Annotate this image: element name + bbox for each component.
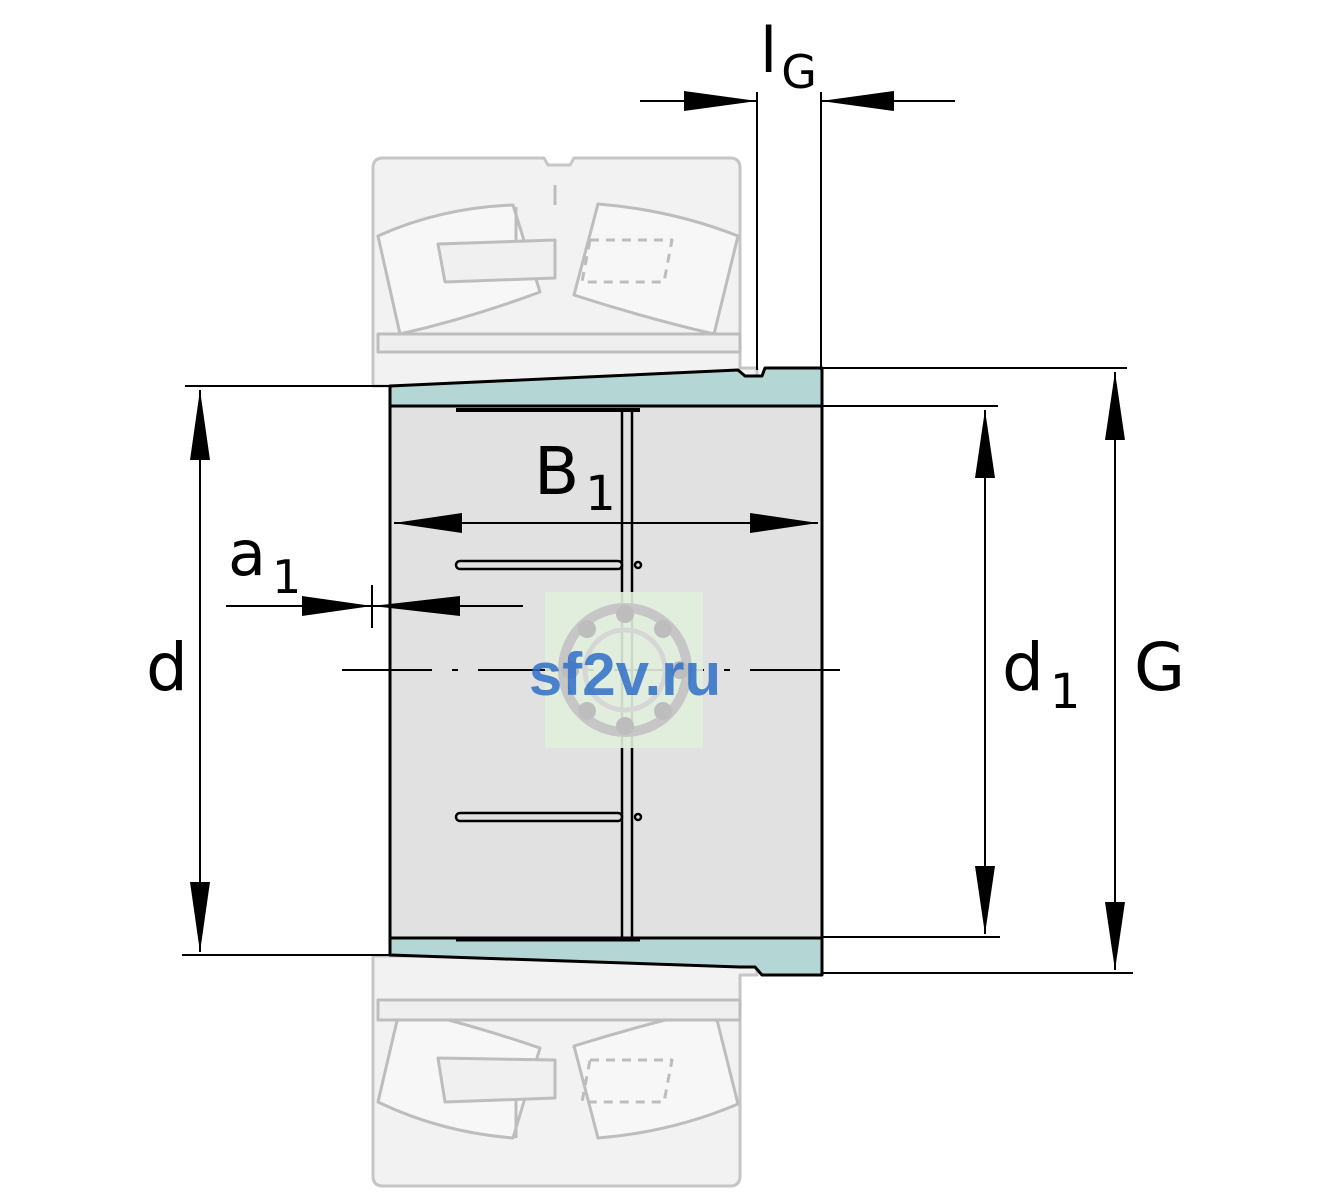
label-B1-sub: 1 [585, 466, 616, 522]
watermark-balls [561, 605, 689, 735]
dimension-arrowheads [190, 91, 1125, 970]
bearing-rollers-top [376, 185, 742, 354]
label-d1-sub: 1 [1050, 664, 1081, 720]
label-a1-sub: 1 [272, 550, 301, 604]
bearing-rollers-bottom [376, 998, 742, 1140]
label-lG-main: l [760, 14, 777, 87]
sleeve-bottom-teal [388, 936, 824, 977]
label-d1-main: d [1002, 629, 1044, 706]
watermark-text: sf2v.ru [529, 641, 721, 708]
label-d: d [146, 629, 188, 706]
label-lG-sub: G [781, 45, 817, 99]
label-lG: lG [760, 14, 817, 99]
watermark: sf2v.ru [529, 592, 721, 748]
label-a1-main: a [228, 517, 266, 590]
label-G: G [1134, 629, 1185, 706]
label-B1-main: B [534, 433, 579, 510]
